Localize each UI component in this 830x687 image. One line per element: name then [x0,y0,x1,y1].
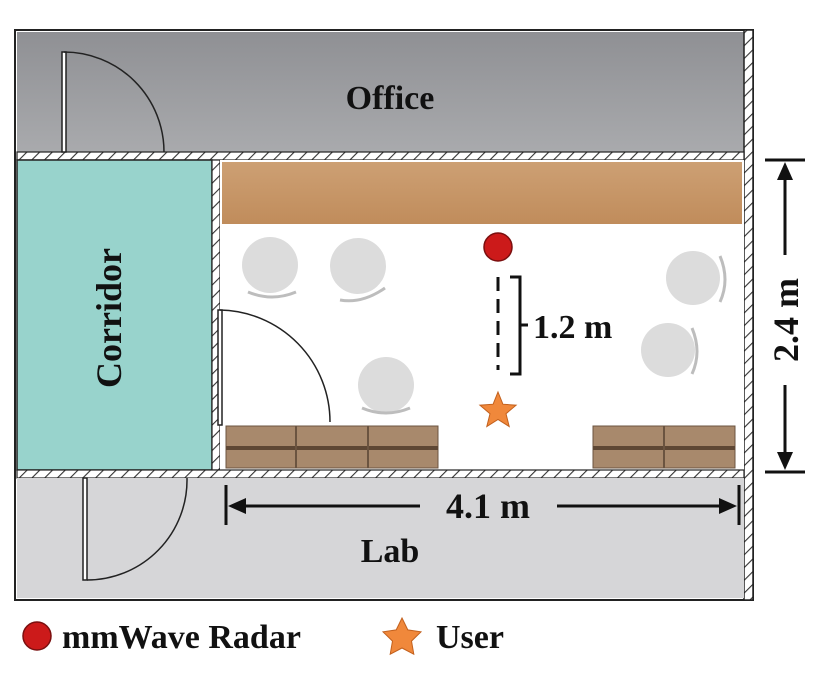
legend: mmWave Radar User [22,616,504,656]
width-dimension-label: 4.1 m [446,486,530,526]
height-dimension-label: 2.4 m [766,278,806,362]
corridor-room [16,159,213,471]
lab-wall [16,469,745,479]
chair [358,357,414,415]
chair [666,251,727,305]
legend-radar-label: mmWave Radar [62,619,301,656]
radar-marker-icon [483,232,513,262]
user-marker-icon [478,390,518,428]
radar-user-distance-label: 1.2 m [533,309,612,346]
room-door [217,309,331,426]
desk-left [225,425,439,469]
right-wall [743,29,754,601]
office-room [17,32,744,152]
office-wall [16,151,745,161]
chair [242,237,298,299]
legend-user-icon [381,616,423,656]
chair [641,323,699,377]
office-label: Office [346,80,435,117]
wall-shelf [222,162,742,224]
lab-door [82,477,188,581]
corridor-label: Corridor [89,248,129,388]
lab-label: Lab [361,533,420,570]
legend-user-label: User [436,619,504,656]
legend-radar-icon [22,621,52,651]
lab-room [17,478,744,598]
office-door [61,51,165,153]
chair [330,238,386,303]
height-dimension [765,158,805,474]
width-dimension [224,485,741,525]
desk-right [592,425,736,469]
